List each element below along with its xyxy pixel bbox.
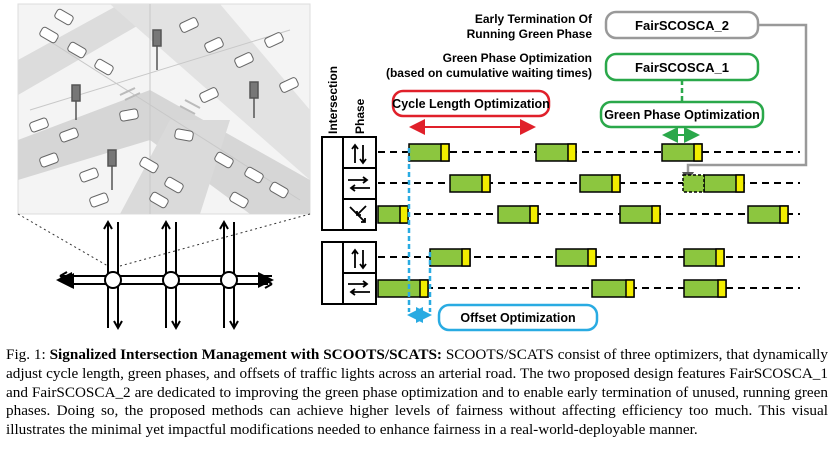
- yellow-phase-bar: [399, 205, 409, 224]
- yellow-phase-bar: [567, 143, 577, 162]
- arterial-intersections: [59, 219, 273, 331]
- yellow-phase-bar: [461, 248, 471, 267]
- figure-caption: Fig. 1: Signalized Intersection Manageme…: [6, 346, 828, 440]
- cycle-length-label: Cycle Length Optimization: [392, 97, 550, 111]
- green-opt-label-1: Green Phase Optimization: [443, 51, 592, 65]
- yellow-phase-bar: [693, 143, 703, 162]
- yellow-phase-bar: [779, 205, 789, 224]
- intersection-block-1: [321, 136, 377, 231]
- caption-title: Signalized Intersection Management with …: [49, 346, 442, 363]
- early-termination-label-1: Early Termination Of: [475, 12, 593, 26]
- phase-icons: [348, 143, 370, 296]
- yellow-phase-bar: [651, 205, 661, 224]
- fairscosca2-connector: [686, 23, 808, 178]
- yellow-phase-bar: [587, 248, 597, 267]
- yellow-phase-bar: [611, 174, 621, 193]
- zoom-lines: [17, 213, 311, 267]
- terminated-phase-bar: [682, 174, 705, 193]
- phase-header: Phase: [353, 98, 367, 134]
- caption-body: SCOOTS/SCATS consist of three optimizers…: [6, 346, 828, 439]
- offset-lines: [407, 148, 432, 312]
- green-phase-label: Green Phase Optimization: [604, 108, 760, 122]
- early-termination-label-2: Running Green Phase: [467, 27, 593, 41]
- fairscosca2-label: FairSCOSCA_2: [635, 18, 729, 33]
- offset-optimization-label: Offset Optimization: [460, 311, 575, 325]
- yellow-phase-bar: [625, 279, 635, 298]
- yellow-phase-bar: [735, 174, 745, 193]
- yellow-phase-bar: [529, 205, 539, 224]
- scoots-scats-diagram: Early Termination Of Running Green Phase…: [17, 3, 808, 332]
- green-opt-label-2: (based on cumulative waiting times): [386, 66, 592, 80]
- intersection-block-2: [321, 241, 377, 305]
- intersection-illustration: [17, 3, 311, 215]
- fairscosca1-label: FairSCOSCA_1: [635, 60, 729, 75]
- traffic-light-icon: [71, 29, 259, 190]
- car-icons: [29, 8, 299, 209]
- phase-bars: [377, 143, 789, 298]
- cycle-length-box: [391, 89, 551, 118]
- yellow-phase-bar: [717, 279, 727, 298]
- yellow-phase-bar: [440, 143, 450, 162]
- yellow-phase-bar: [481, 174, 491, 193]
- caption-prefix: Fig. 1:: [6, 346, 50, 363]
- intersection-header: Intersection: [326, 66, 340, 134]
- yellow-phase-bar: [419, 279, 429, 298]
- phase-timelines: [378, 151, 800, 289]
- offset-optimization-box: [437, 303, 599, 332]
- yellow-phase-bar: [715, 248, 725, 267]
